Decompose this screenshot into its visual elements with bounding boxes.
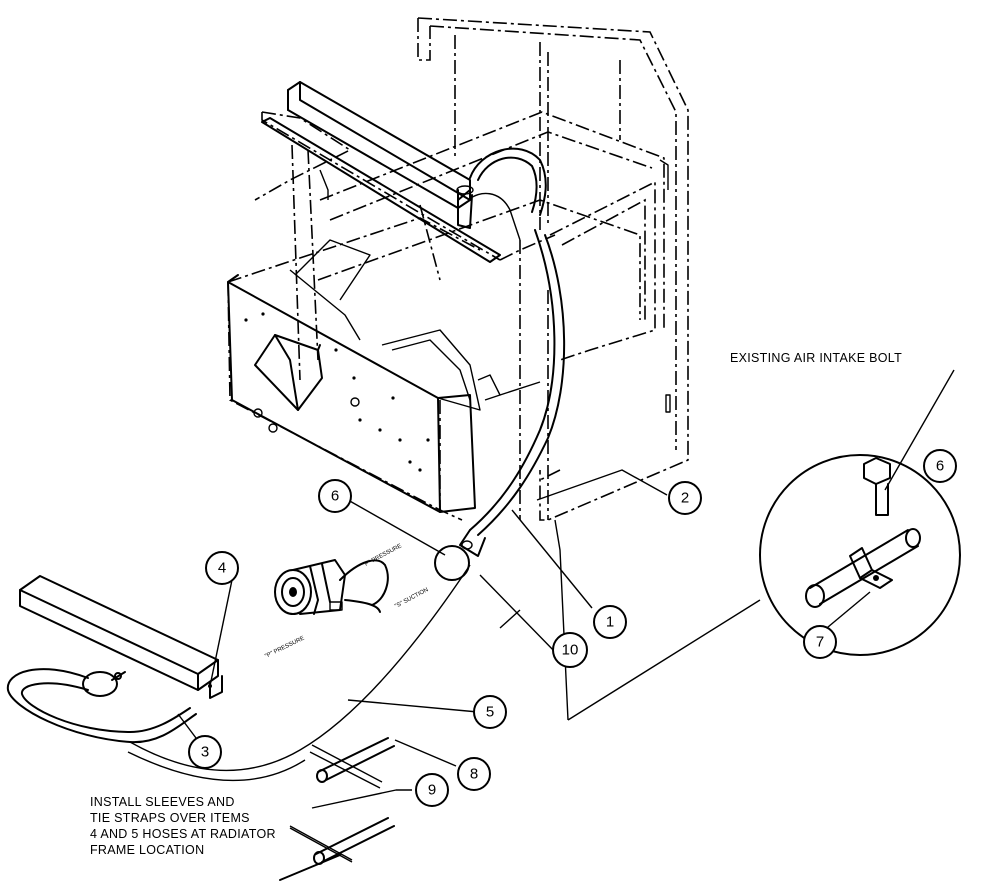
- cab-frame: [227, 17, 689, 521]
- callout-9-number: 9: [428, 782, 436, 799]
- note-install-line-3: 4 AND 5 HOSES AT RADIATOR: [90, 827, 276, 841]
- leader-lines: [177, 369, 955, 809]
- callout-6-detail-number: 6: [936, 458, 944, 475]
- note-install-line-2: TIE STRAPS OVER ITEMS: [90, 811, 250, 825]
- note-install-line-4: FRAME LOCATION: [90, 843, 204, 857]
- hose-labels: "P" PRESSURE "S" SUCTION "P" PRESSURE: [264, 543, 429, 659]
- note-existing-air-intake-bolt: EXISTING AIR INTAKE BOLT: [730, 351, 902, 365]
- callout-10-number: 10: [562, 642, 579, 659]
- callout-2-number: 2: [681, 490, 689, 507]
- callout-3: 3: [188, 735, 222, 769]
- callout-7-number: 7: [816, 634, 824, 651]
- roof-blower-unit: [261, 81, 547, 263]
- note-install-sleeves: INSTALL SLEEVES AND TIE STRAPS OVER ITEM…: [90, 795, 276, 857]
- radiator-frame-bracket: [19, 575, 223, 699]
- callout-5-number: 5: [486, 704, 494, 721]
- callout-6-detail: 6: [923, 449, 957, 483]
- hose-label-pressure-b: "P" PRESSURE: [264, 636, 305, 660]
- detail-view: [759, 454, 961, 656]
- hose-label-pressure-a: "P" PRESSURE: [362, 543, 403, 568]
- callout-1-number: 1: [606, 614, 614, 631]
- callout-2: 2: [668, 481, 702, 515]
- callout-4-number: 4: [218, 560, 226, 577]
- hose-routing: [459, 229, 566, 557]
- hose-sweep-5: [127, 564, 471, 782]
- hose-label-suction: "S" SUCTION: [394, 587, 429, 610]
- evaporator-box: [227, 239, 541, 513]
- callout-8-number: 8: [470, 766, 478, 783]
- note-install-line-1: INSTALL SLEEVES AND: [90, 795, 235, 809]
- callout-5: 5: [473, 695, 507, 729]
- callout-10: 10: [552, 632, 588, 668]
- callout-1: 1: [593, 605, 627, 639]
- hose-loop-3: [6, 668, 197, 744]
- detail-locator-circle: [434, 545, 470, 581]
- callout-8: 8: [457, 757, 491, 791]
- callout-4: 4: [205, 551, 239, 585]
- sleeves-tie-straps: [279, 737, 395, 881]
- callout-6-main-number: 6: [331, 488, 339, 505]
- callout-6-main: 6: [318, 479, 352, 513]
- callout-3-number: 3: [201, 744, 209, 761]
- callout-7: 7: [803, 625, 837, 659]
- compressor: [274, 559, 389, 615]
- callout-9: 9: [415, 773, 449, 807]
- callout-bubbles: 1 2 3 4 5 6 6 7: [188, 449, 957, 807]
